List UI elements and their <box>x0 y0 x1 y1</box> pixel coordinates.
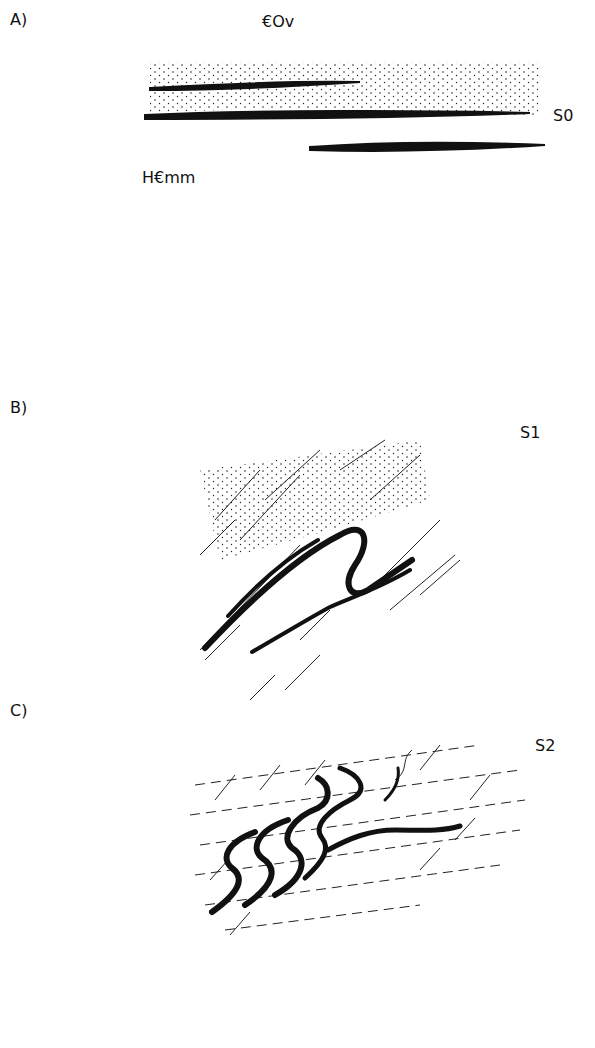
label: B) <box>10 400 27 416</box>
bedding-panel <box>145 62 545 151</box>
label: C) <box>10 703 27 719</box>
first-fold-panel <box>200 440 460 700</box>
label: €Ov <box>262 14 294 30</box>
label: S0 <box>553 108 573 124</box>
second-fold-panel <box>190 745 525 935</box>
label: S2 <box>535 738 555 754</box>
label: A) <box>10 12 27 28</box>
label: H€mm <box>142 170 195 186</box>
label: S1 <box>520 425 540 441</box>
